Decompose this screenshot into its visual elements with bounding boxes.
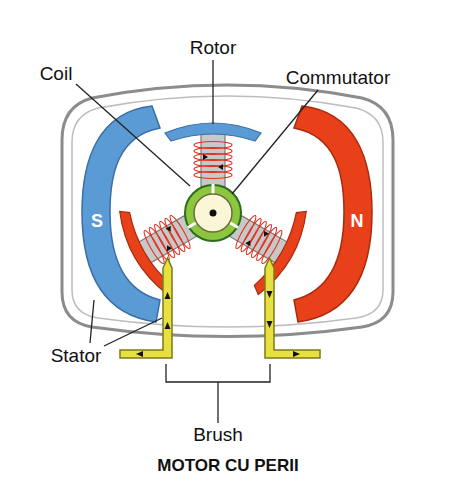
part-label: Coil xyxy=(40,64,73,85)
part-label: Rotor xyxy=(190,38,236,59)
rotor xyxy=(111,123,315,300)
part-label: Stator xyxy=(51,346,102,367)
motor-housing xyxy=(62,85,393,337)
rotor-arm xyxy=(165,123,261,187)
magnet-pole-label: N xyxy=(351,212,364,232)
magnet-pole-label: S xyxy=(91,212,103,232)
diagram-title: MOTOR CU PERII xyxy=(157,457,298,476)
current-arrows xyxy=(136,291,300,357)
leader-lines xyxy=(76,60,318,423)
brushes xyxy=(120,258,320,358)
part-label: Brush xyxy=(193,425,243,446)
motor-housing-inner xyxy=(72,96,383,327)
part-label: Commutator xyxy=(286,68,391,89)
